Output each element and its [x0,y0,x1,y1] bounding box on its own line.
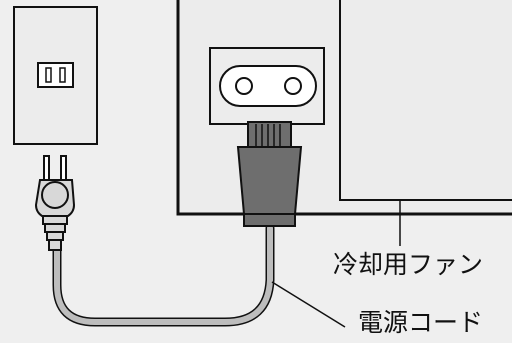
power-cord [52,223,275,327]
power-cord-label: 電源コード [358,308,484,337]
wall-plug [34,155,76,251]
cord-leader-line [271,281,346,328]
cooling-fan-label: 冷却用ファン [333,250,484,279]
power-cord-connector [236,121,303,227]
cooling-fan-panel [339,0,512,201]
power-inlet [209,47,325,125]
wall-outlet [13,6,98,145]
